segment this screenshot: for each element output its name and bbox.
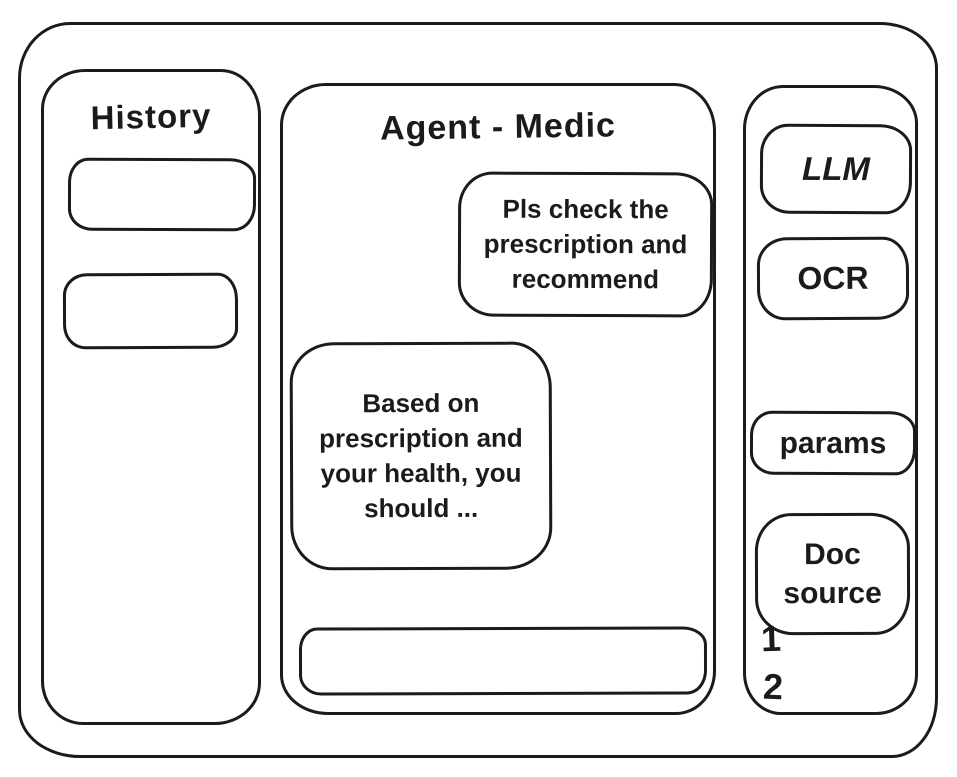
tools-panel: LLM OCR params Doc source 1 2 (743, 85, 918, 715)
llm-button[interactable]: LLM (759, 123, 913, 215)
history-item[interactable] (62, 272, 239, 350)
chat-panel-title: Agent - Medic (379, 106, 617, 148)
params-button[interactable]: params (749, 410, 917, 476)
ocr-button[interactable]: OCR (756, 236, 910, 321)
user-message-bubble: Pls check the prescription and recommend (457, 171, 714, 318)
message-input[interactable] (298, 626, 708, 696)
user-message-text: Pls check the prescription and recommend (483, 193, 688, 295)
history-item[interactable] (67, 157, 257, 232)
agent-message-bubble: Based on prescription and your health, y… (289, 341, 553, 571)
doc-source-item-1[interactable]: 1 (760, 617, 782, 660)
agent-message-text: Based on prescription and your health, y… (319, 387, 523, 524)
history-panel: History (41, 69, 261, 725)
chat-panel: Agent - Medic Pls check the prescription… (280, 83, 716, 715)
doc-source-item-2[interactable]: 2 (762, 665, 784, 708)
history-panel-title: History (90, 96, 212, 137)
app-window-frame: History Agent - Medic Pls check the pres… (18, 22, 938, 758)
